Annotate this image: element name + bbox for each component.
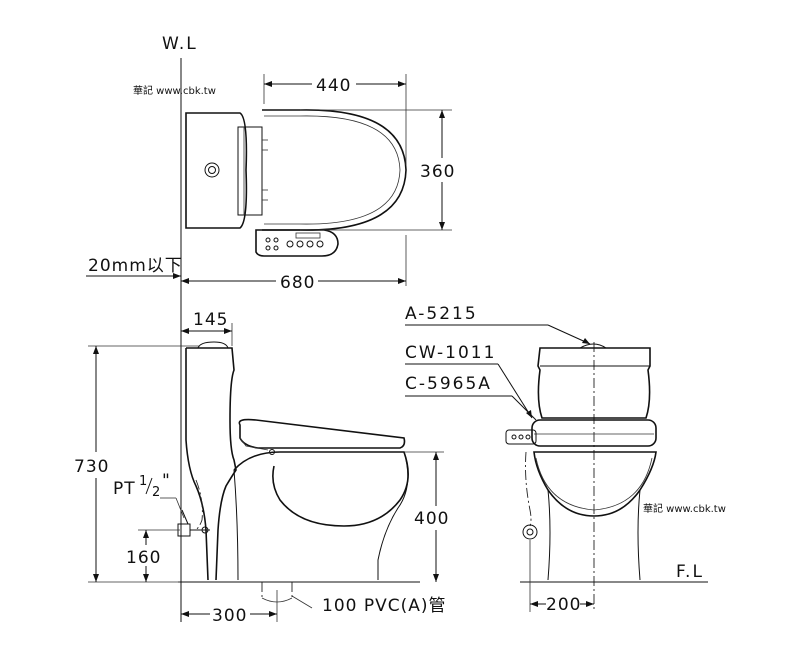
side-view [177, 341, 409, 603]
pt-denominator: 2 [152, 485, 160, 500]
floor-line-label: F.L [676, 562, 704, 582]
dimension-200-text: 200 [546, 595, 581, 615]
dimension-730-text: 730 [74, 457, 109, 477]
drain-pipe-label: 100 PVC(A)管 [291, 595, 447, 616]
pipe-thread-label: PT 1 2 " [113, 471, 185, 519]
wall-gap-text: 20mm以下 [88, 256, 183, 276]
pt-suffix: " [162, 471, 171, 491]
dimension-total-depth: 680 [181, 235, 407, 293]
callout-seat: CW-1011 [405, 343, 533, 419]
dimension-tank-depth: 145 [181, 310, 233, 346]
front-view [505, 342, 657, 612]
dimension-360-text: 360 [420, 162, 455, 182]
callout-bowl: C-5965A [405, 374, 537, 421]
watermark-top: 華記 www.cbk.tw [133, 84, 216, 97]
dimension-300-text: 300 [212, 606, 247, 626]
top-view [185, 109, 407, 257]
dimension-seat-length: 440 [263, 74, 407, 165]
dimension-160-text: 160 [126, 548, 161, 568]
part-bowl-label: C-5965A [405, 374, 492, 394]
dimension-supply-height: 160 [126, 529, 180, 582]
dimension-total-height: 730 [74, 345, 200, 583]
drain-pipe-text: 100 PVC(A)管 [322, 596, 447, 616]
dimension-440-text: 440 [316, 76, 351, 96]
part-seat-label: CW-1011 [405, 343, 496, 363]
dimension-front-width: 200 [529, 540, 594, 615]
watermark-bottom: 華記 www.cbk.tw [643, 502, 726, 515]
pt-prefix: PT [113, 479, 136, 499]
dimension-680-text: 680 [280, 273, 315, 293]
pt-numerator: 1 [139, 474, 147, 489]
dimension-400-text: 400 [414, 509, 449, 529]
dimension-seat-width: 360 [300, 109, 455, 231]
dimension-rough-in: 300 [181, 590, 278, 626]
callout-tank: A-5215 [405, 304, 591, 345]
part-tank-label: A-5215 [405, 304, 478, 324]
dimension-bowl-height: 400 [404, 451, 449, 582]
dimension-145-text: 145 [193, 310, 228, 330]
dimension-wall-gap: 20mm以下 [86, 256, 183, 279]
wall-line-label: W.L [162, 34, 198, 54]
